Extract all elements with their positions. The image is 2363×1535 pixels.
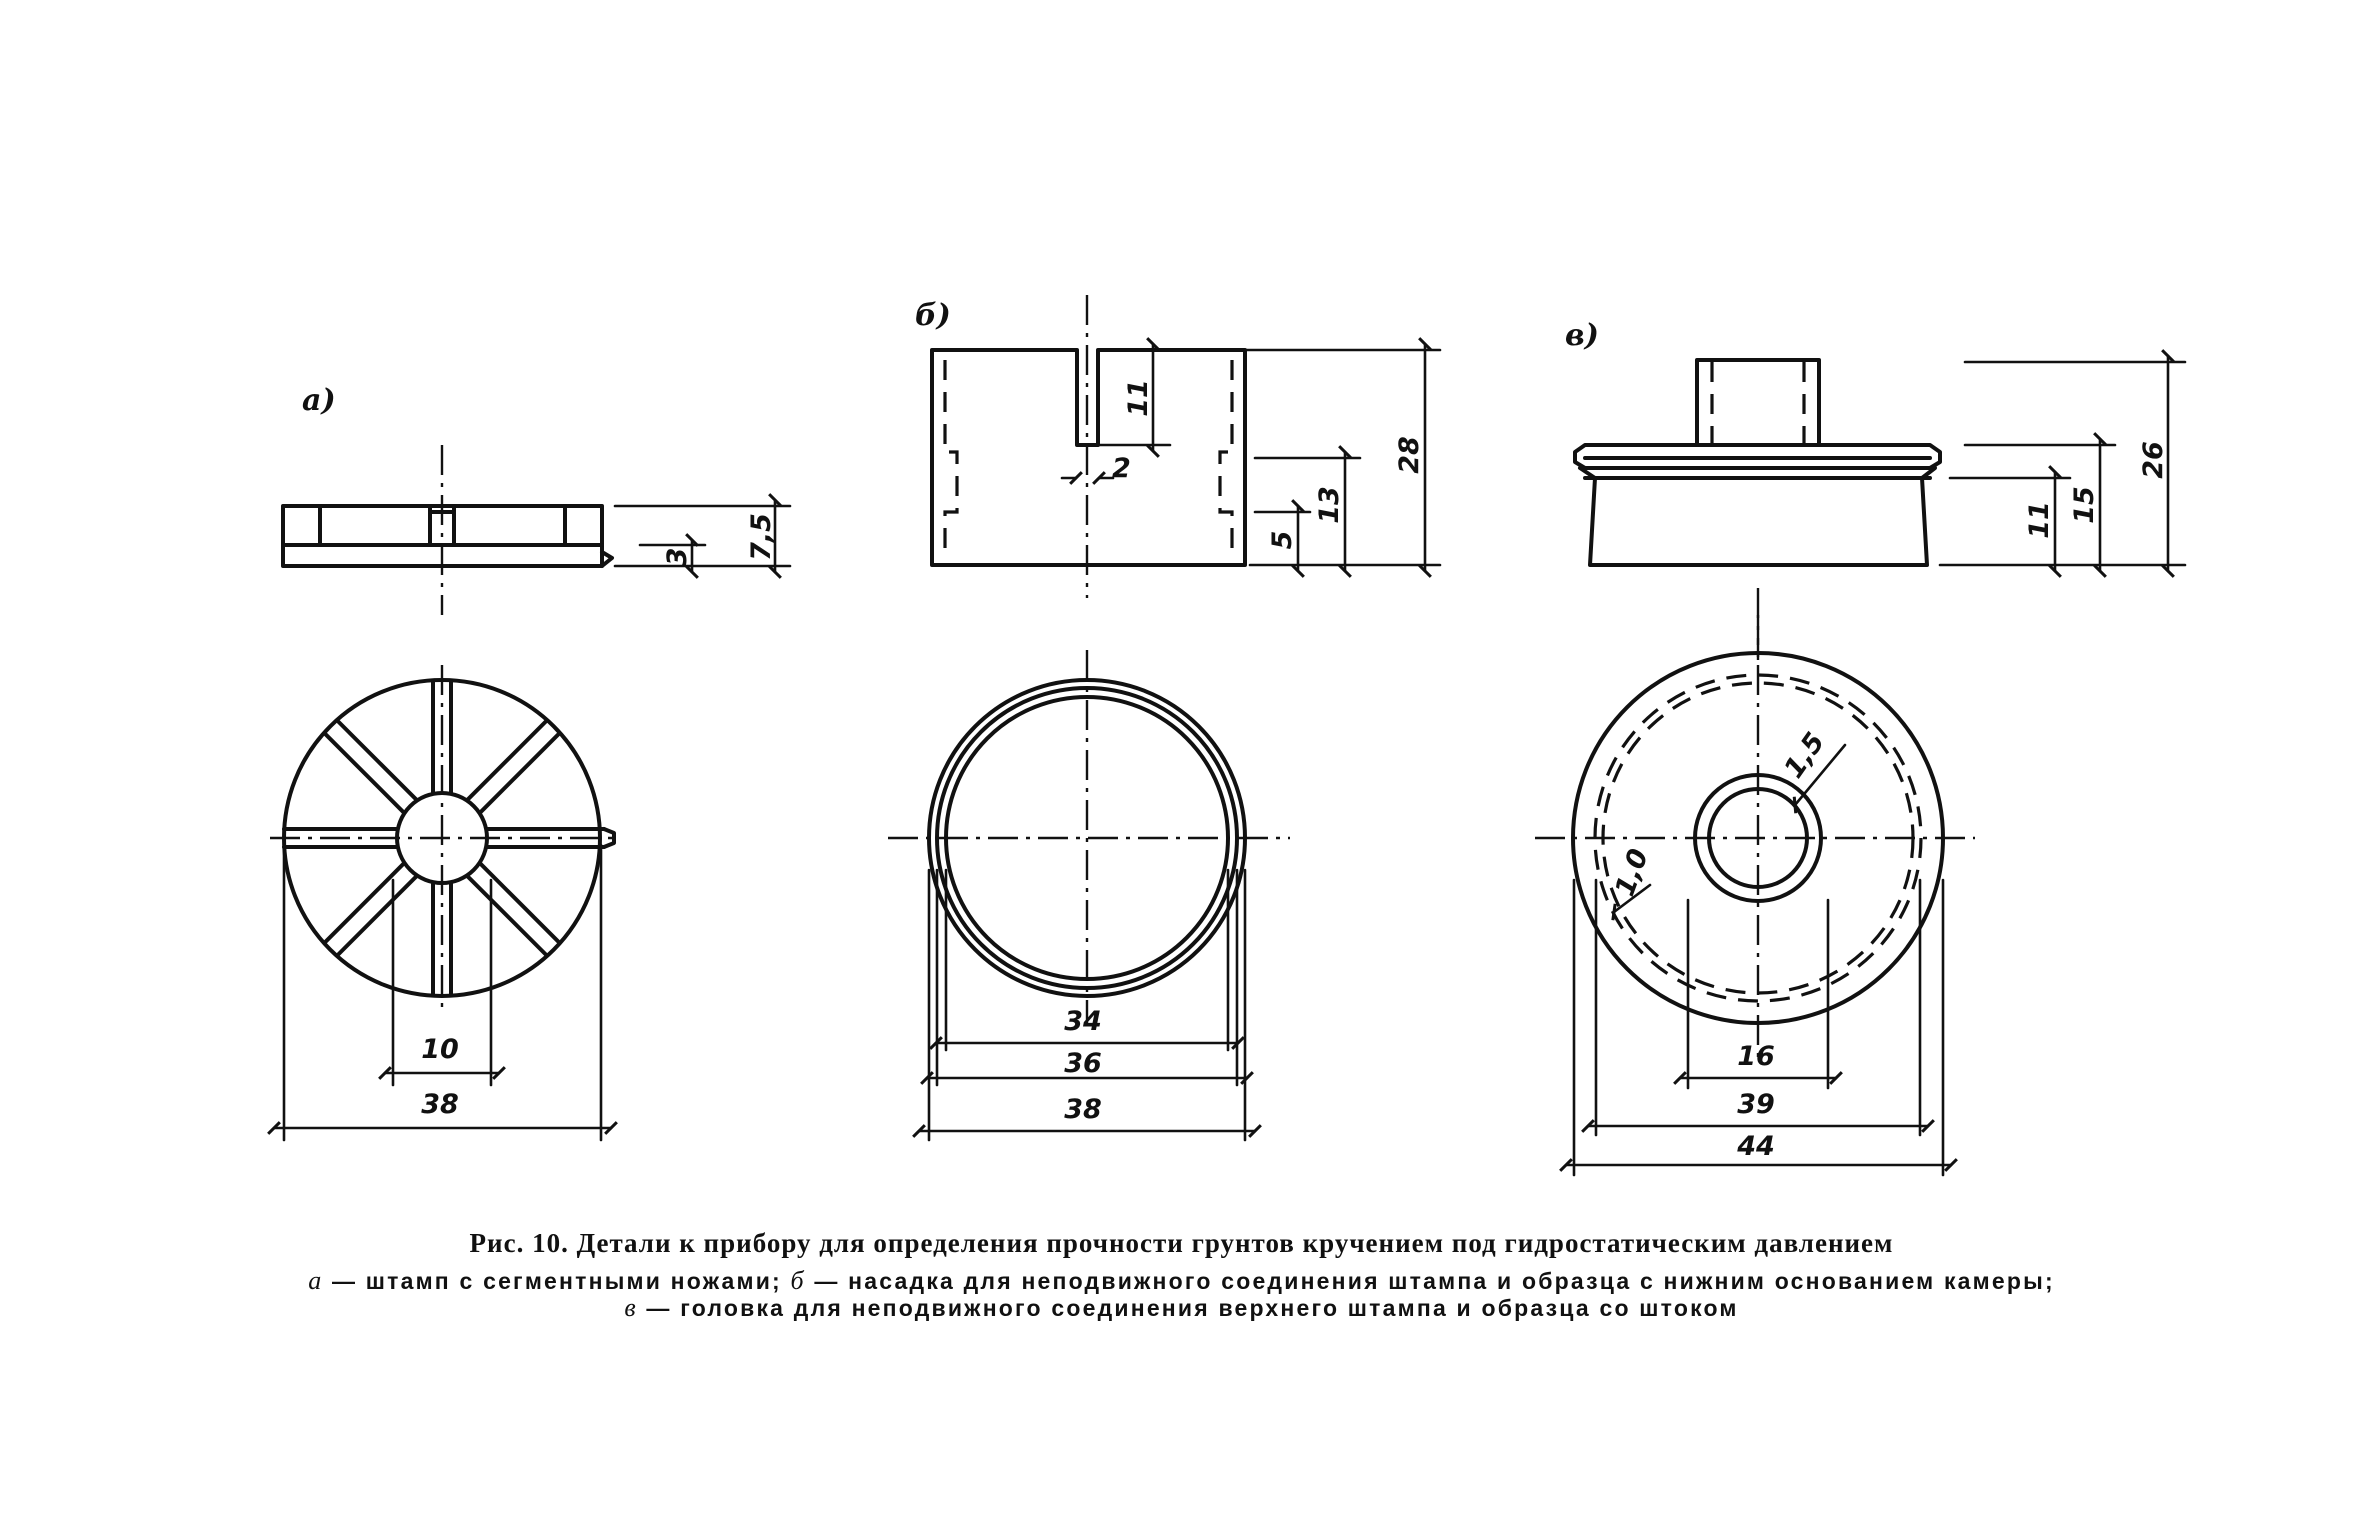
- dim-b-diameter-mid: 36: [1064, 1048, 1102, 1079]
- dim-a-hub: 10: [421, 1034, 459, 1065]
- dim-b-slot-width: 2: [1112, 453, 1131, 484]
- dim-a-diameter: 38: [421, 1089, 459, 1120]
- part-a-plan-view: 10 38: [267, 665, 618, 1142]
- dim-b-diameter-inner: 34: [1064, 1006, 1102, 1037]
- legend-text-a: — штамп с сегментными ножами;: [323, 1268, 782, 1294]
- legend-key-b: б: [790, 1266, 806, 1295]
- dim-b-height-total: 28: [1394, 436, 1425, 474]
- dim-c-diameter-mid: 39: [1737, 1089, 1775, 1120]
- part-c: в) 26 15 11: [1535, 318, 2187, 1177]
- dim-c-gap: 1,0: [1609, 845, 1654, 901]
- legend-key-a: а: [308, 1266, 324, 1295]
- dim-c-height-mid: 15: [2069, 486, 2100, 524]
- dim-a-height-base: 3: [662, 548, 693, 567]
- figure-legend-line-1: а — штамп с сегментными ножами; б — наса…: [0, 1266, 2363, 1296]
- dim-c-height-low: 11: [2024, 501, 2055, 539]
- dim-b-height-low: 5: [1267, 531, 1298, 550]
- part-a-label: а): [302, 383, 336, 418]
- dim-c-height-total: 26: [2138, 441, 2169, 479]
- dim-a-height-total: 7,5: [746, 513, 777, 561]
- dim-b-height-step: 13: [1314, 486, 1345, 524]
- part-c-side-view: 26 15 11: [1573, 349, 2187, 660]
- part-b: б) 11 2 28 13 5: [888, 295, 1442, 1142]
- part-c-plan-view: 1,5 1,0 16 39 44: [1535, 615, 1975, 1177]
- figure-title: Рис. 10. Детали к прибору для определени…: [469, 1228, 1894, 1258]
- dim-c-diameter-outer: 44: [1736, 1131, 1775, 1162]
- part-a-side-view: 7,5 3: [281, 445, 792, 615]
- dim-b-slot-depth: 11: [1123, 379, 1154, 417]
- part-a: а) 7,5 3: [267, 383, 792, 1142]
- part-b-side-view: 11 2 28 13 5: [930, 295, 1442, 598]
- part-b-label: б): [915, 298, 951, 333]
- legend-text-c: — головка для неподвижного соединения ве…: [637, 1295, 1739, 1321]
- part-b-plan-view: 34 36 38: [888, 650, 1290, 1142]
- part-c-label: в): [1565, 318, 1599, 353]
- legend-text-b: — насадка для неподвижного соединения шт…: [805, 1268, 2055, 1294]
- dim-b-diameter-outer: 38: [1064, 1094, 1102, 1125]
- figure-legend-line-2: в — головка для неподвижного соединения …: [0, 1293, 2363, 1323]
- legend-key-c: в: [624, 1293, 638, 1322]
- dim-c-diameter-hub: 16: [1737, 1041, 1775, 1072]
- dim-c-wall: 1,5: [1778, 727, 1831, 784]
